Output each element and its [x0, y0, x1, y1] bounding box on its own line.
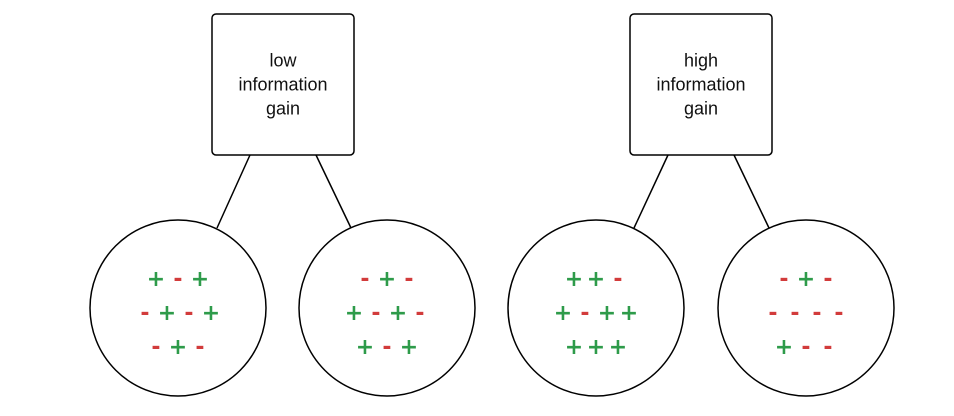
- plus-sample: +: [620, 301, 638, 326]
- minus-sample: -: [382, 335, 391, 360]
- plus-sample: +: [378, 267, 396, 292]
- branch-line-right: [315, 154, 352, 229]
- split-node-label: gain: [684, 99, 718, 119]
- plus-sample: +: [797, 267, 815, 292]
- plus-sample: +: [356, 335, 374, 360]
- minus-sample: -: [195, 335, 204, 360]
- split-node-box: [629, 13, 773, 156]
- minus-sample: -: [371, 301, 380, 326]
- plus-sample: +: [345, 301, 363, 326]
- plus-sample: +: [191, 267, 209, 292]
- minus-sample: -: [768, 301, 777, 326]
- plus-sample: +: [400, 335, 418, 360]
- leaf-circle: [717, 219, 895, 397]
- plus-sample: +: [565, 335, 583, 360]
- minus-sample: -: [415, 301, 424, 326]
- leaf-node-left: +-+-+-+-+-: [89, 219, 267, 397]
- plus-sample: +: [389, 301, 407, 326]
- minus-sample: -: [173, 267, 182, 292]
- minus-sample: -: [580, 301, 589, 326]
- minus-sample: -: [360, 267, 369, 292]
- leaf-circle: [507, 219, 685, 397]
- leaf-circle: [89, 219, 267, 397]
- plus-sample: +: [158, 301, 176, 326]
- split-node-label: gain: [266, 99, 300, 119]
- plus-sample: +: [147, 267, 165, 292]
- minus-sample: -: [812, 301, 821, 326]
- branch-line-left: [633, 154, 669, 229]
- leaf-node-right: -+-+-+-+-+: [298, 219, 476, 397]
- split-node-label: information: [656, 75, 745, 95]
- plus-sample: +: [169, 335, 187, 360]
- plus-sample: +: [554, 301, 572, 326]
- minus-sample: -: [823, 267, 832, 292]
- branch-line-right: [733, 154, 770, 229]
- minus-sample: -: [801, 335, 810, 360]
- leaf-node-right: -+-----+--: [717, 219, 895, 397]
- split-node-label: information: [238, 75, 327, 95]
- minus-sample: -: [151, 335, 160, 360]
- leaf-node-left: ++-+-+++++: [507, 219, 685, 397]
- split-node-label: high: [684, 51, 718, 71]
- minus-sample: -: [823, 335, 832, 360]
- leaf-circle: [298, 219, 476, 397]
- minus-sample: -: [140, 301, 149, 326]
- plus-sample: +: [609, 335, 627, 360]
- branch-line-left: [216, 154, 251, 229]
- plus-sample: +: [587, 267, 605, 292]
- plus-sample: +: [598, 301, 616, 326]
- minus-sample: -: [834, 301, 843, 326]
- minus-sample: -: [790, 301, 799, 326]
- minus-sample: -: [184, 301, 193, 326]
- plus-sample: +: [587, 335, 605, 360]
- minus-sample: -: [613, 267, 622, 292]
- plus-sample: +: [202, 301, 220, 326]
- split-node-box: [211, 13, 355, 156]
- plus-sample: +: [565, 267, 583, 292]
- plus-sample: +: [775, 335, 793, 360]
- minus-sample: -: [404, 267, 413, 292]
- minus-sample: -: [779, 267, 788, 292]
- split-node-label: low: [269, 51, 297, 71]
